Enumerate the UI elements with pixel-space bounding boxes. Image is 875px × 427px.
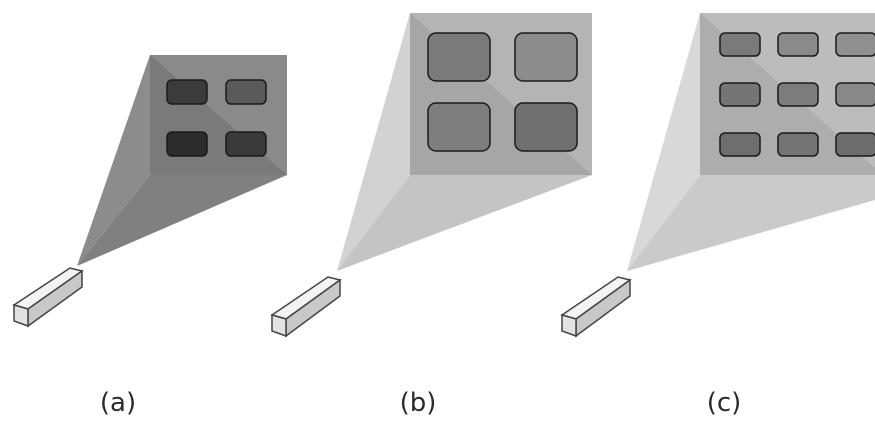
projection-cone-left-a	[77, 55, 150, 266]
tile	[427, 102, 491, 152]
caption-a: (a)	[99, 388, 137, 418]
projection-cone-bottom-b	[337, 175, 592, 271]
tile	[719, 82, 761, 107]
tile	[166, 131, 208, 157]
projector-a	[12, 267, 84, 328]
tile	[719, 132, 761, 157]
tile	[835, 132, 875, 157]
tile	[427, 32, 491, 82]
projection-cone-left-c	[627, 13, 700, 271]
projection-cone-left-b	[337, 13, 410, 271]
projector-c	[560, 276, 632, 338]
projector-b	[270, 276, 342, 338]
projection-cone-bottom-a	[77, 175, 287, 266]
panel-a	[12, 55, 287, 328]
tile	[719, 32, 761, 57]
tile	[514, 32, 578, 82]
tile	[777, 82, 819, 107]
tile	[225, 131, 267, 157]
projection-cone-bottom-c	[627, 175, 875, 271]
tile	[225, 79, 267, 105]
panel-b	[270, 13, 592, 338]
tile	[835, 82, 875, 107]
tile	[166, 79, 208, 105]
tile	[777, 132, 819, 157]
caption-b: (b)	[399, 388, 437, 418]
panel-c	[560, 13, 875, 338]
tile	[835, 32, 875, 57]
tile	[514, 102, 578, 152]
tile	[777, 32, 819, 57]
caption-c: (c)	[706, 388, 742, 418]
